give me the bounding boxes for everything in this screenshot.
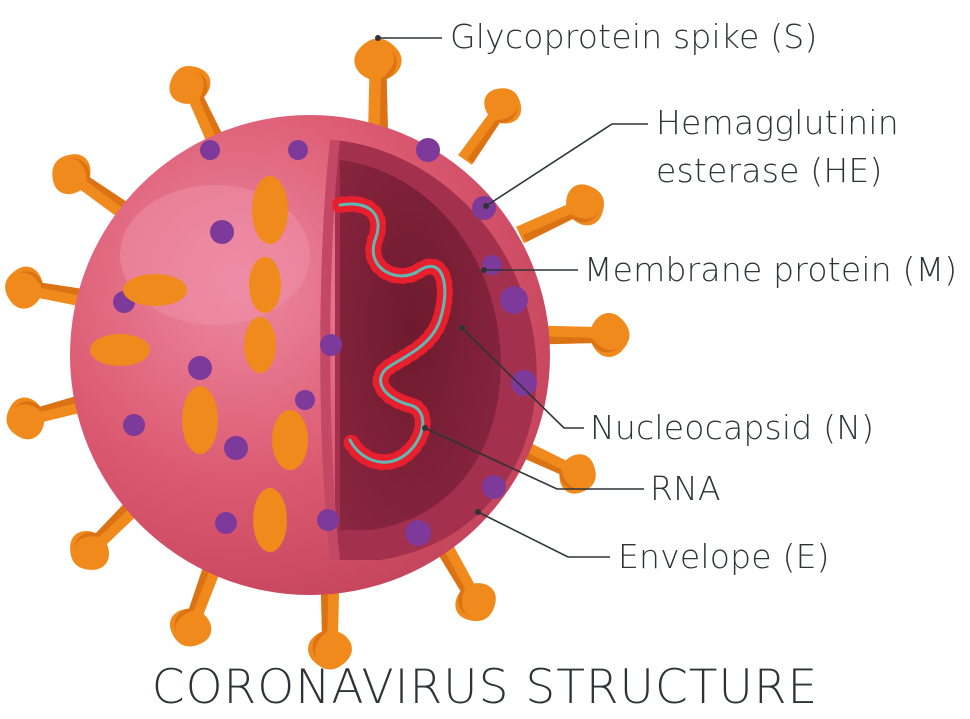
label-hemagglutinin-line1: Hemagglutinin [656,104,899,142]
label-nucleocapsid: Nucleocapsid (N) [590,409,874,447]
surface-spike [253,488,287,552]
protein [188,356,212,380]
leader-line-he [486,124,648,206]
diagram-title: CORONAVIRUS STRUCTURE [0,660,970,716]
label-hemagglutinin-line2: esterase (HE) [656,152,883,190]
protein [405,520,431,546]
label-rna: RNA [650,470,721,508]
protein [317,509,339,531]
protein [482,475,506,499]
protein [123,414,145,436]
protein [200,140,220,160]
leader-dot [475,509,481,515]
leader-dot [375,35,381,41]
leader-dot [481,267,487,273]
surface-spike [182,386,218,454]
leader-dot [459,325,465,331]
surface-spike [90,334,150,366]
protein [511,370,537,396]
leader-dot [422,425,428,431]
protein [288,140,308,160]
protein [215,512,237,534]
protein [295,390,315,410]
surface-spike [272,410,308,470]
spike [449,80,529,171]
protein [320,334,342,356]
surface-spike [123,274,187,306]
surface-spike [249,257,281,313]
leader-line-envelope [478,512,610,557]
protein [210,220,234,244]
spike [511,177,611,254]
label-membrane-protein: Membrane protein (M) [584,251,957,289]
label-envelope: Envelope (E) [618,538,830,576]
protein [500,286,528,314]
leader-dot [483,203,489,209]
protein [224,436,248,460]
protein [416,138,440,162]
surface-spike [252,176,288,244]
label-glycoprotein-spike: Glycoprotein spike (S) [450,18,818,56]
surface-spike [244,317,276,373]
